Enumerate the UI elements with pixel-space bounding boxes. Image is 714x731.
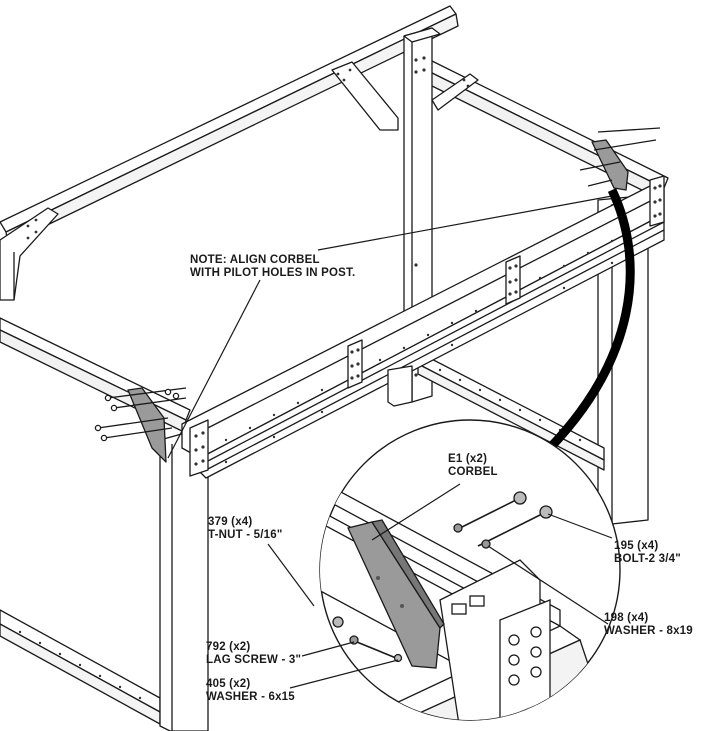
- left-back-corner: [0, 207, 59, 301]
- bolt-name: BOLT-2 3/4": [614, 553, 681, 565]
- back-knee-brace-left: [331, 61, 399, 131]
- front-left-post: [94, 387, 209, 731]
- washer8-label: 198 (x4) WASHER - 8x19: [604, 612, 693, 638]
- washer8-name: WASHER - 8x19: [604, 625, 693, 637]
- lower-rail-left: [0, 609, 161, 725]
- note-line-2: WITH PILOT HOLES IN POST.: [190, 267, 356, 279]
- washer8-ref: 198 (x4): [604, 612, 649, 624]
- lag-ref: 792 (x2): [206, 641, 251, 653]
- washer6-name: WASHER - 6x15: [206, 691, 295, 703]
- tnut-ref: 379 (x4): [208, 516, 253, 528]
- corbel-ref: E1 (x2): [448, 453, 488, 465]
- front-right-post: [579, 127, 661, 525]
- detail-circle: [267, 419, 621, 721]
- corbel-name: CORBEL: [448, 466, 498, 478]
- note-leaders: [167, 195, 613, 459]
- note-label: NOTE: ALIGN CORBEL WITH PILOT HOLES IN P…: [190, 254, 355, 280]
- back-knee-brace-right: [431, 73, 479, 111]
- callout-arrow: [536, 188, 635, 462]
- splice-plate-1: [347, 339, 363, 389]
- corner-plate-left: [189, 419, 209, 477]
- tnut-name: T-NUT - 5/16": [208, 529, 283, 541]
- corbel-label: E1 (x2) CORBEL: [448, 453, 498, 479]
- washer6-label: 405 (x2) WASHER - 6x15: [206, 678, 295, 704]
- note-line-1: NOTE: ALIGN CORBEL: [190, 254, 320, 266]
- lag-name: LAG SCREW - 3": [206, 654, 302, 666]
- detail-leaders: [267, 483, 613, 689]
- front-beam: [181, 175, 665, 479]
- bolt-ref: 195 (x4): [614, 540, 659, 552]
- left-corbel: [127, 387, 167, 463]
- center-post-foot: [387, 365, 413, 407]
- washer6-ref: 405 (x2): [206, 678, 251, 690]
- bolt-label: 195 (x4) BOLT-2 3/4": [614, 540, 681, 566]
- tnut-label: 379 (x4) T-NUT - 5/16": [208, 516, 283, 542]
- lag-label: 792 (x2) LAG SCREW - 3": [206, 641, 301, 667]
- corner-plate-right: [649, 175, 665, 227]
- splice-plate-2: [505, 255, 521, 305]
